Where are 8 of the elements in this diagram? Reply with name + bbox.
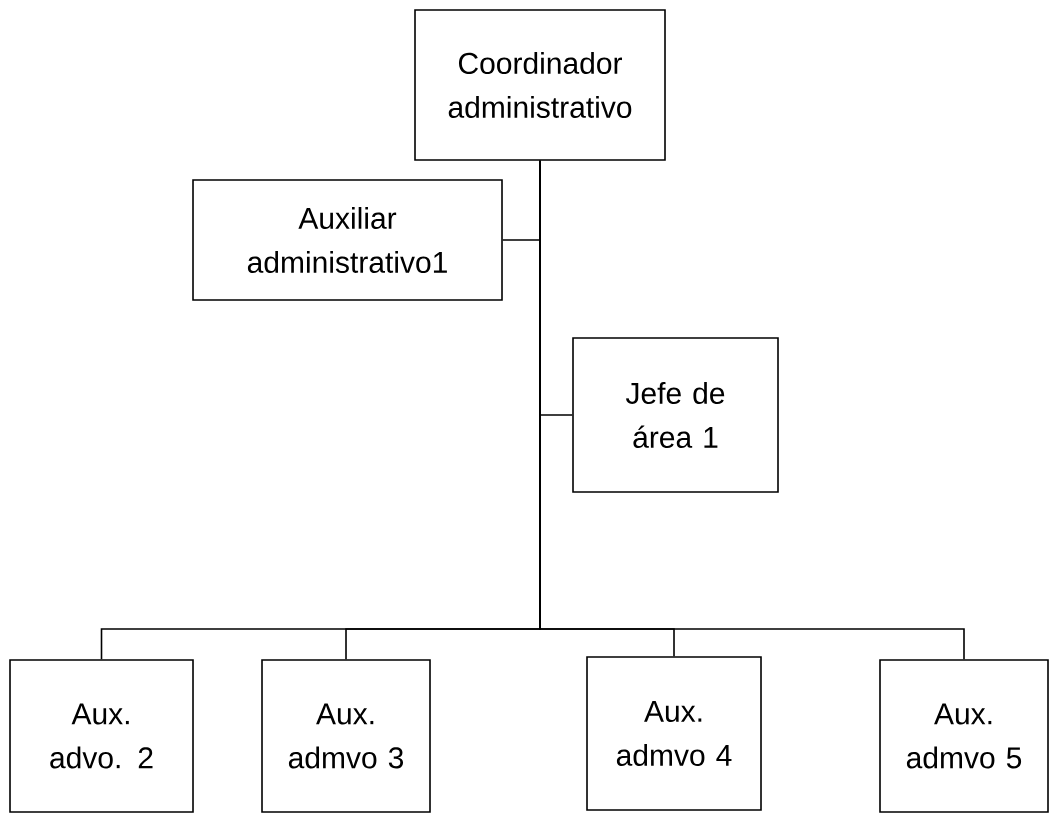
org-box: Aux. admvo 3 <box>261 659 431 813</box>
org-box: Coordinador administrativo <box>414 9 666 161</box>
org-box: Aux. admvo 4 <box>586 656 762 811</box>
org-box: Aux. advo. 2 <box>9 659 194 813</box>
org-box: Auxiliar administrativo1 <box>192 179 503 301</box>
org-box: Jefe de área 1 <box>572 337 779 493</box>
org-box: Aux. admvo 5 <box>879 659 1049 813</box>
connector-line <box>539 160 965 660</box>
